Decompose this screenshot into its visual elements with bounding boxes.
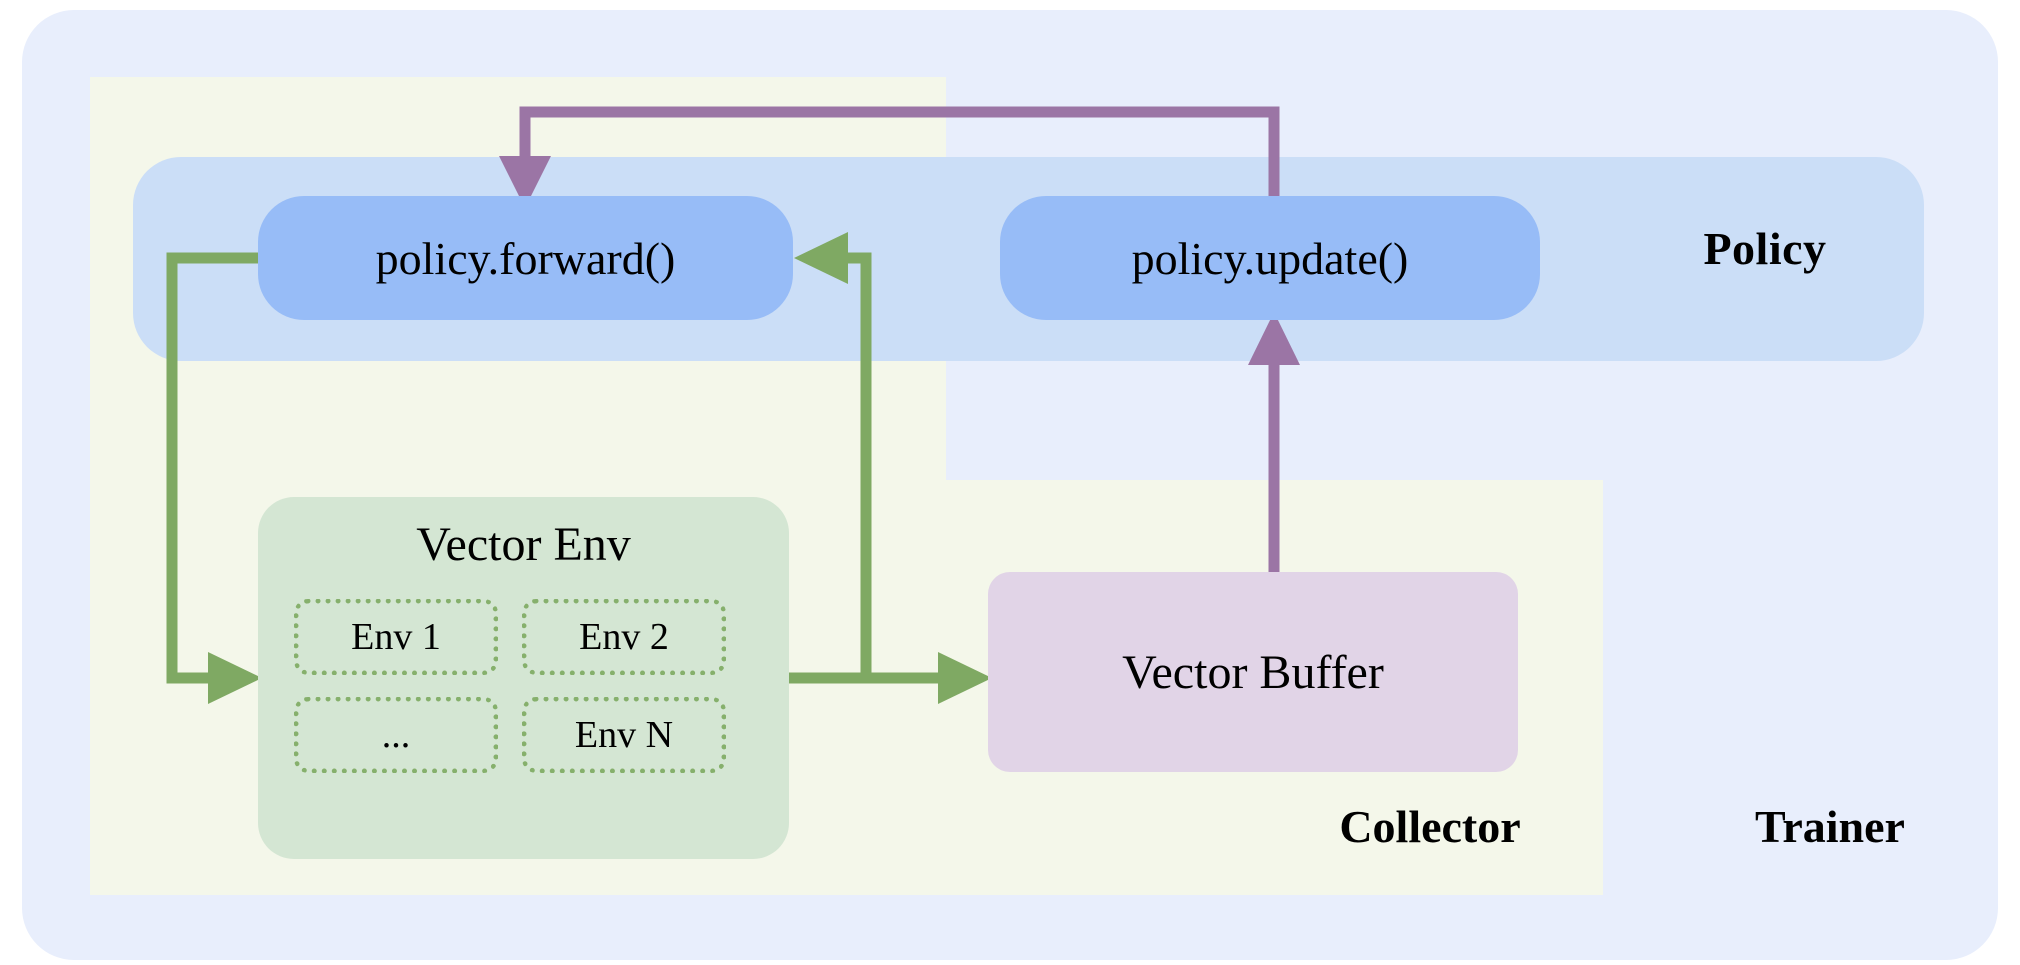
collector-container-label: Collector [1339,801,1521,852]
trainer-container-label: Trainer [1755,801,1905,852]
node-policy-forward[interactable]: policy.forward() [258,196,793,320]
policy-container-label: Policy [1703,223,1827,274]
env-cell-1[interactable]: Env 1 [294,599,498,675]
node-policy-update-label: policy.update() [1131,232,1409,284]
env-cell-n[interactable]: Env N [522,697,726,773]
vector-buffer-label: Vector Buffer [1122,645,1384,699]
node-vector-env[interactable]: Vector Env Env 1 Env 2 ... Env N [258,497,789,859]
node-policy-forward-label: policy.forward() [375,232,676,284]
env-cell-ellipsis[interactable]: ... [294,697,498,773]
node-policy-update[interactable]: policy.update() [1000,196,1540,320]
vector-env-title: Vector Env [416,518,631,571]
env-grid: Env 1 Env 2 ... Env N [294,599,754,773]
node-vector-buffer[interactable]: Vector Buffer [988,572,1518,772]
env-cell-2[interactable]: Env 2 [522,599,726,675]
